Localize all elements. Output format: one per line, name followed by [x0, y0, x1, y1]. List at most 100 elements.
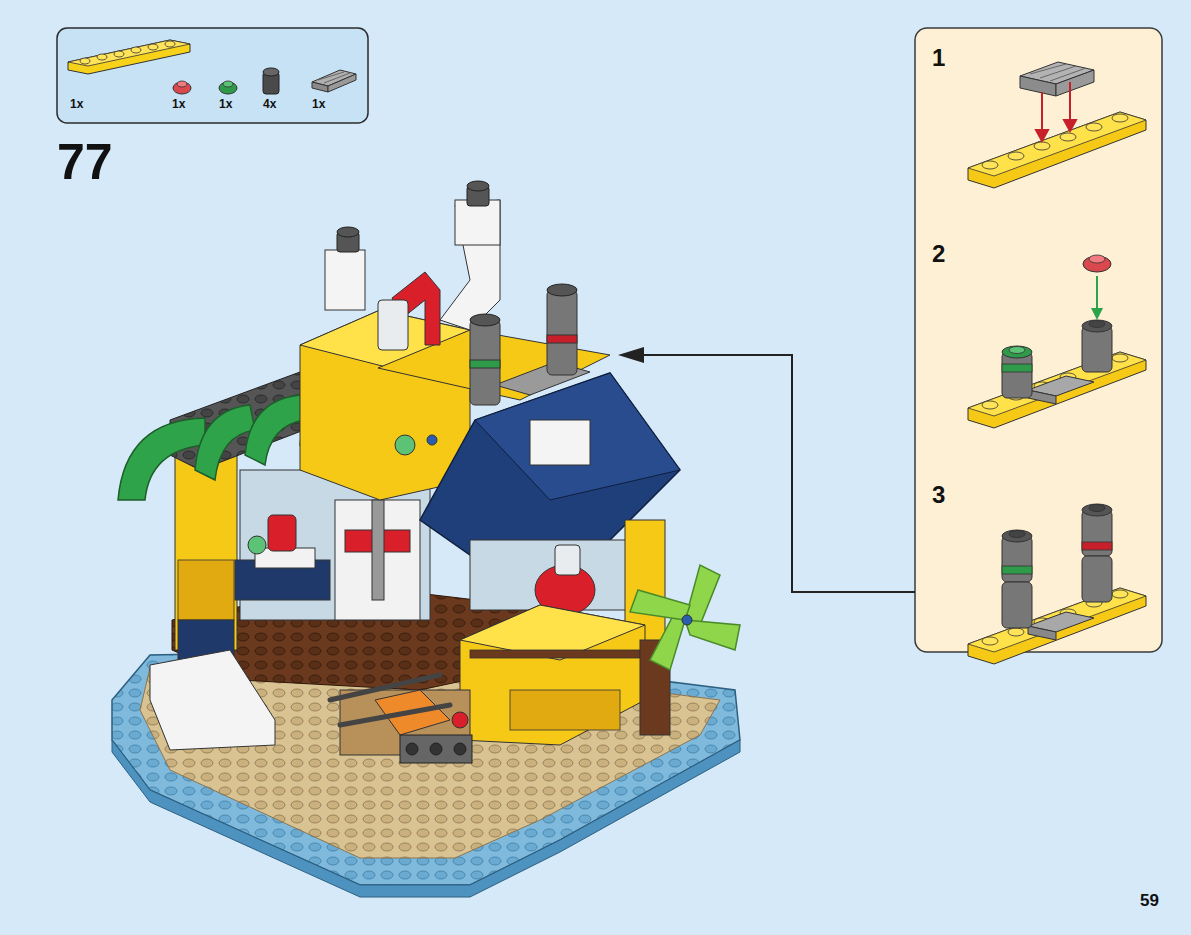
substep-number: 3: [932, 483, 945, 507]
model-illustration-shape-shape: [195, 405, 255, 480]
parts-shape-shape: [165, 41, 175, 47]
model-illustration-shape: [150, 650, 275, 750]
model-illustration-shape: [337, 181, 489, 252]
substep-3-drawing-shape: [1089, 505, 1105, 512]
model-illustration-shape-shape: [245, 395, 305, 465]
placement-arrows-shape: [1069, 82, 1071, 122]
substep-3-drawing-shape: [1002, 530, 1032, 542]
model-illustration-shape-shape: [340, 705, 450, 725]
model-illustration-shape: [470, 360, 500, 368]
model-illustration-shape: [400, 735, 472, 763]
grille-tile-shape: [1020, 76, 1056, 96]
model-illustration-shape: [470, 320, 500, 405]
placement-arrows-shape: [1036, 130, 1048, 141]
substep-3-drawing-shape: [968, 588, 1146, 664]
model-illustration-shape: [335, 500, 420, 620]
yellow-plate-shape-shape: [1060, 133, 1076, 141]
model-illustration-shape: [475, 373, 680, 500]
callout-arrow-shape: [618, 347, 644, 363]
part-quantity: 1x: [219, 98, 232, 110]
model-illustration-shape: [178, 560, 234, 620]
substep-panel-frame: [915, 28, 1162, 652]
page-number: 59: [1140, 892, 1159, 909]
red-stud-and-arrow-shape: [1089, 255, 1105, 263]
parts-box-frame: [57, 28, 368, 123]
model-illustration-shape: [470, 314, 500, 326]
yellow-plate-shape-shape: [982, 161, 998, 169]
model-illustration-shape-shape: [685, 620, 740, 650]
substep-2-drawing-shape: [1002, 352, 1032, 398]
substep-3-drawing-shape: [1082, 510, 1112, 556]
yellow-plate-shape: [968, 112, 1146, 176]
red-stud-and-arrow-shape: [1083, 256, 1111, 272]
parts-shape: [219, 82, 237, 94]
model-illustration-shape: [372, 500, 384, 600]
grille-tile-shape: [1030, 64, 1066, 74]
yellow-plate: [968, 112, 1146, 188]
grille-tile-shape: [1056, 70, 1094, 96]
model-illustration-shape: [395, 435, 415, 455]
parts-shape: [318, 72, 344, 80]
substep-number: 2: [932, 242, 945, 266]
model-illustration-shape: [460, 605, 645, 745]
substep-2-drawing-shape: [1082, 326, 1112, 372]
parts-shape: [223, 81, 233, 87]
model-illustration-shape-shape: [630, 590, 690, 620]
model-illustration-shape: [248, 536, 266, 554]
model-illustration-shape-shape: [400, 735, 472, 763]
parts-shape-shape: [131, 47, 141, 53]
parts-shape-shape: [114, 51, 124, 57]
part-quantity: 4x: [263, 98, 276, 110]
substep-3-drawing-shape: [1002, 566, 1032, 574]
part-quantity: 1x: [172, 98, 185, 110]
substep-2-drawing-shape: [1082, 320, 1112, 332]
substep-number: 1: [932, 46, 945, 70]
grille-tile-shape: [1050, 68, 1086, 81]
parts-shape: [328, 74, 356, 92]
yellow-plate-shape: [968, 112, 1146, 188]
red-stud-and-arrow-shape: [1091, 308, 1103, 320]
parts-shape: [68, 40, 190, 66]
grille-tile-shape: [1040, 66, 1076, 78]
grille-tile: [1020, 62, 1094, 96]
model-illustration-shape-shape: [406, 743, 418, 755]
parts-shape: [173, 82, 191, 94]
model-illustration-shape: [682, 615, 692, 625]
model-illustration-shape: [510, 690, 620, 730]
substep-2-drawing-shape: [1002, 346, 1032, 358]
substep-2-drawing-shape: [1002, 364, 1032, 372]
model-illustration-shape-shape: [118, 418, 205, 500]
model-illustration-shape: [630, 565, 740, 670]
placement-arrows-shape: [1041, 92, 1043, 132]
substep-3-drawing-shape: [1082, 556, 1112, 602]
parts-shape-shape: [80, 58, 90, 64]
red-stud-and-arrow: [1083, 255, 1111, 320]
model-illustration-shape: [547, 284, 577, 296]
parts-shape: [312, 82, 328, 92]
parts-shape: [263, 68, 279, 76]
model-illustration-shape: [427, 435, 437, 445]
model-illustration-shape-shape: [650, 612, 685, 670]
substep-3-drawing-shape: [1002, 582, 1032, 628]
parts-shape: [324, 73, 350, 83]
yellow-plate-shape-shape: [1086, 123, 1102, 131]
model-illustration-shape: [330, 675, 450, 725]
step-number: 77: [57, 137, 113, 187]
model-illustration-shape: [547, 335, 577, 343]
placement-arrows: [1036, 82, 1076, 141]
yellow-plate-shape-shape: [1008, 152, 1024, 160]
substep-2-drawing-shape: [1089, 321, 1105, 328]
model-illustration-shape: [268, 515, 296, 551]
model-illustration-shape-shape: [467, 181, 489, 191]
model-illustration-shape-shape: [455, 200, 500, 245]
red-stud-and-arrow-shape: [1096, 276, 1098, 310]
part-quantity: 1x: [70, 98, 83, 110]
yellow-plate-shape: [982, 114, 1128, 169]
substep-3-drawing-shape: [1028, 626, 1056, 640]
substep-3-drawing-shape: [1082, 504, 1112, 516]
substep-panel: 1 2 3: [915, 28, 1162, 652]
substep-3-drawing: [968, 504, 1146, 664]
placement-arrows-shape: [1064, 120, 1076, 131]
model-illustration-shape: [530, 420, 590, 465]
parts-shape-shape: [97, 54, 107, 60]
